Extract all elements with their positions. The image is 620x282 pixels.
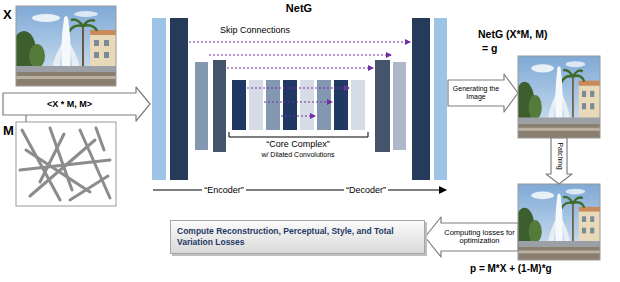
image-heading: X [3, 7, 12, 23]
photo-frame [518, 56, 600, 138]
edge-label: Computing losses for optimization [444, 229, 516, 246]
formula: p = M*X + (1-M)*g [470, 263, 552, 276]
layer [412, 18, 430, 180]
skip-arrow [247, 87, 349, 88]
photo [515, 56, 600, 138]
layer [393, 62, 406, 150]
layer [434, 18, 447, 180]
mask-image [16, 122, 116, 206]
image-g [515, 56, 600, 138]
annotation: w/ Dilated Convolutions [261, 151, 334, 159]
image-heading: NetG (X*M, M) [478, 28, 547, 41]
layer [375, 60, 390, 152]
block-arrow [546, 138, 572, 184]
layer [213, 60, 226, 152]
network-layers [152, 18, 447, 180]
image-x [12, 6, 116, 86]
patched-image: p = M*X + (1-M)*g [518, 184, 600, 260]
stroke [70, 176, 108, 200]
edge-label: Generating the Image [449, 85, 503, 101]
skip-arrow [189, 41, 410, 42]
layer [195, 62, 208, 150]
edge-label: <X * M, M> [47, 99, 92, 109]
image-p [515, 184, 600, 260]
section-label: Skip Connections [220, 25, 290, 35]
photo-frame [16, 6, 116, 86]
stroke [96, 128, 104, 150]
block-arrow [3, 87, 150, 121]
skip-arrow [209, 54, 391, 55]
core-bracket [229, 132, 368, 137]
layer [152, 18, 166, 180]
skip-connections [189, 42, 410, 116]
core-layer [232, 80, 246, 130]
skip-arrow [264, 101, 332, 102]
stroke [26, 150, 90, 192]
generated-image: NetG (X*M, M)= g [518, 56, 600, 138]
mask-strokes [20, 128, 110, 200]
image-heading: M [3, 123, 14, 139]
section-label: “Decoder” [344, 185, 388, 195]
network-title: NetG [286, 2, 312, 16]
block-arrow [425, 217, 518, 257]
section-label: “Core Complex” [266, 139, 330, 149]
core-layer [351, 80, 365, 130]
connector [25, 115, 26, 122]
edge-label: Patching [555, 142, 563, 169]
mask-image: M [16, 122, 116, 206]
skip-arrow [281, 115, 315, 116]
loss-text: Compute Reconstruction, Perceptual, Styl… [177, 226, 418, 247]
layer [170, 18, 188, 180]
photo-frame [518, 184, 600, 260]
block-arrow [448, 74, 518, 112]
stroke [40, 134, 64, 182]
mask-ground [16, 122, 116, 206]
image-heading: = g [482, 42, 497, 55]
skip-arrow [227, 67, 373, 68]
input-image: X [16, 6, 116, 86]
photo [515, 184, 600, 260]
loss-box: Compute Reconstruction, Perceptual, Styl… [170, 220, 425, 254]
core-layer [283, 80, 297, 130]
encoder-decoder-arrow [153, 189, 446, 190]
section-label: “Encoder” [202, 185, 246, 195]
photo [12, 6, 116, 86]
